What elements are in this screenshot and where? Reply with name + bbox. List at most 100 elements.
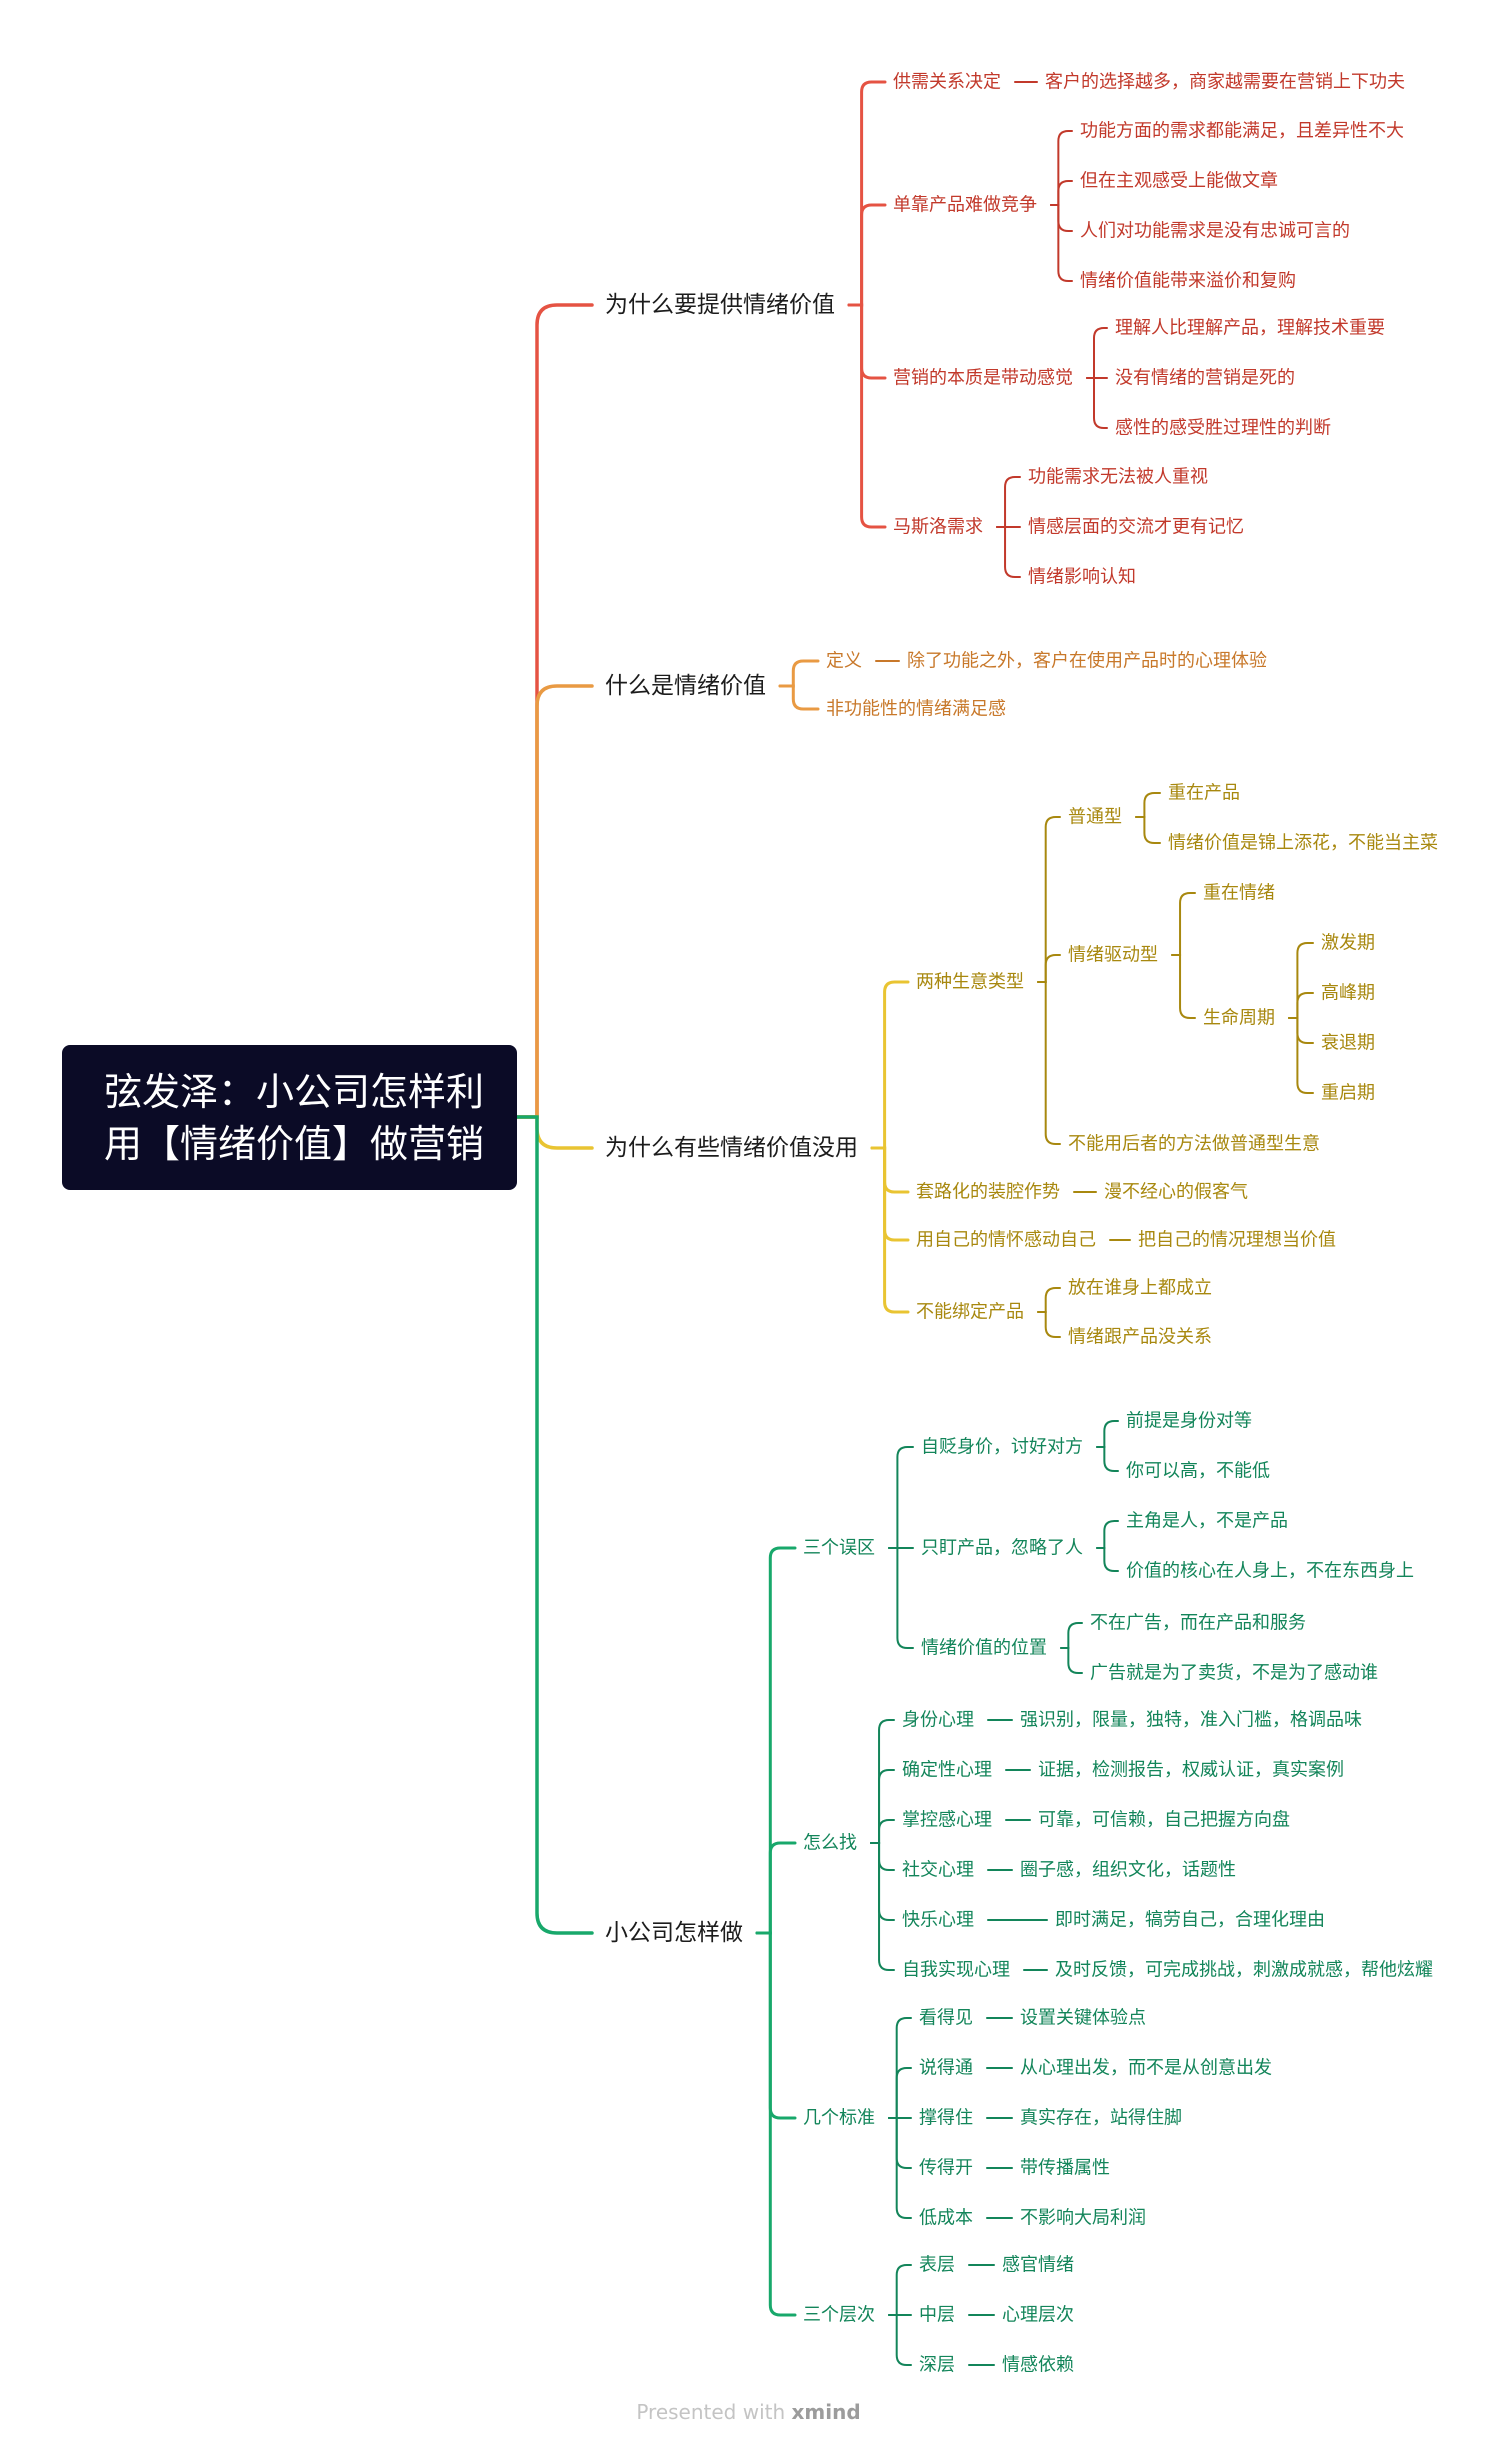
connector-3-1-4	[870, 1842, 895, 1921]
subtopic-3-1-4-0[interactable]: 即时满足，犒劳自己，合理化理由	[1055, 1910, 1325, 1931]
subtopic-3-0[interactable]: 三个误区	[803, 1538, 875, 1559]
subtopic-2-2-0[interactable]: 把自己的情况理想当价值	[1138, 1230, 1336, 1251]
subtopic-0-3-1[interactable]: 情感层面的交流才更有记忆	[1028, 517, 1244, 538]
subtopic-0-2-2[interactable]: 感性的感受胜过理性的判断	[1115, 418, 1331, 439]
subtopic-2-3-1[interactable]: 情绪跟产品没关系	[1068, 1327, 1212, 1348]
subtopic-2-0-1-1[interactable]: 生命周期	[1203, 1008, 1275, 1029]
subtopic-3-2-2-0[interactable]: 真实存在，站得住脚	[1020, 2108, 1182, 2129]
connector-3-0-2-0	[1060, 1622, 1083, 1649]
subtopic-3-3-1-0[interactable]: 心理层次	[1002, 2305, 1074, 2326]
subtopic-3-2-1[interactable]: 说得通	[919, 2058, 973, 2079]
subtopic-3-0-1-1[interactable]: 价值的核心在人身上，不在东西身上	[1126, 1561, 1414, 1582]
subtopic-0-1-3[interactable]: 情绪价值能带来溢价和复购	[1080, 271, 1296, 292]
subtopic-3-2-3[interactable]: 传得开	[919, 2158, 973, 2179]
subtopic-3-1-1-0[interactable]: 证据，检测报告，权威认证，真实案例	[1038, 1760, 1344, 1781]
connector-3-2-4	[888, 2117, 912, 2219]
subtopic-1-0[interactable]: 定义	[826, 651, 862, 672]
subtopic-3-3-0-0[interactable]: 感官情绪	[1002, 2255, 1074, 2276]
subtopic-3-2-0[interactable]: 看得见	[919, 2008, 973, 2029]
branch-topic-3[interactable]: 小公司怎样做	[605, 1920, 743, 1946]
subtopic-1-0-0[interactable]: 除了功能之外，客户在使用产品时的心理体验	[907, 651, 1267, 672]
subtopic-2-1[interactable]: 套路化的装腔作势	[916, 1182, 1060, 1203]
subtopic-0-2-1[interactable]: 没有情绪的营销是死的	[1115, 368, 1295, 389]
subtopic-2-0-0-0[interactable]: 重在产品	[1168, 783, 1240, 804]
connector-0-1-2	[1050, 204, 1073, 232]
subtopic-3-1-5[interactable]: 自我实现心理	[902, 1960, 1010, 1981]
subtopic-3-1-3[interactable]: 社交心理	[902, 1860, 974, 1881]
connector-3-1-3	[870, 1842, 895, 1871]
subtopic-0-1-2[interactable]: 人们对功能需求是没有忠诚可言的	[1080, 221, 1350, 242]
connector-3-2-3	[888, 2117, 912, 2169]
subtopic-0-2[interactable]: 营销的本质是带动感觉	[893, 368, 1073, 389]
connector-3-0-0	[888, 1446, 914, 1549]
subtopic-3-1-0[interactable]: 身份心理	[902, 1710, 974, 1731]
subtopic-2-2[interactable]: 用自己的情怀感动自己	[916, 1230, 1096, 1251]
subtopic-3-1-2-0[interactable]: 可靠，可信赖，自己把握方向盘	[1038, 1810, 1290, 1831]
connector-3-0-1-0	[1096, 1520, 1119, 1549]
subtopic-3-1[interactable]: 怎么找	[803, 1833, 857, 1854]
subtopic-3-3-1[interactable]: 中层	[919, 2305, 955, 2326]
subtopic-0-1-0[interactable]: 功能方面的需求都能满足，且差异性不大	[1080, 121, 1404, 142]
subtopic-3-0-2[interactable]: 情绪价值的位置	[921, 1638, 1047, 1659]
connector-2-0-1-1-2	[1288, 1017, 1314, 1044]
subtopic-2-0-2[interactable]: 不能用后者的方法做普通型生意	[1068, 1134, 1320, 1155]
subtopic-3-2-4[interactable]: 低成本	[919, 2208, 973, 2229]
subtopic-3-2-0-0[interactable]: 设置关键体验点	[1020, 2008, 1146, 2029]
subtopic-2-0-1-1-3[interactable]: 重启期	[1321, 1083, 1375, 1104]
connector-3-3	[755, 1931, 797, 2317]
connector-0-2-2	[1086, 377, 1108, 429]
subtopic-0-1[interactable]: 单靠产品难做竞争	[893, 195, 1037, 216]
subtopic-3-0-1-0[interactable]: 主角是人，不是产品	[1126, 1511, 1288, 1532]
subtopic-0-3-0[interactable]: 功能需求无法被人重视	[1028, 467, 1208, 488]
root-topic-line-1: 弦发泽：小公司怎样利	[104, 1069, 485, 1114]
subtopic-3-0-0-1[interactable]: 你可以高，不能低	[1126, 1461, 1270, 1482]
subtopic-3-0-1[interactable]: 只盯产品，忽略了人	[921, 1538, 1083, 1559]
subtopic-3-2[interactable]: 几个标准	[803, 2108, 875, 2129]
subtopic-0-0[interactable]: 供需关系决定	[893, 72, 1001, 93]
subtopic-2-3-0[interactable]: 放在谁身上都成立	[1068, 1278, 1212, 1299]
subtopic-3-3[interactable]: 三个层次	[803, 2305, 875, 2326]
subtopic-0-3-2[interactable]: 情绪影响认知	[1028, 567, 1136, 588]
connector-0-3-0	[996, 476, 1021, 528]
subtopic-3-0-2-0[interactable]: 不在广告，而在产品和服务	[1090, 1613, 1306, 1634]
subtopic-2-0-1-0[interactable]: 重在情绪	[1203, 883, 1275, 904]
subtopic-3-1-5-0[interactable]: 及时反馈，可完成挑战，刺激成就感，帮他炫耀	[1055, 1960, 1433, 1981]
subtopic-3-3-2[interactable]: 深层	[919, 2355, 955, 2376]
connector-2-0-1	[1037, 954, 1061, 983]
subtopic-2-0-1-1-2[interactable]: 衰退期	[1321, 1033, 1375, 1054]
subtopic-3-1-0-0[interactable]: 强识别，限量，独特，准入门槛，格调品味	[1020, 1710, 1362, 1731]
subtopic-3-1-3-0[interactable]: 圈子感，组织文化，话题性	[1020, 1860, 1236, 1881]
subtopic-2-0-0-1[interactable]: 情绪价值是锦上添花，不能当主菜	[1168, 833, 1438, 854]
subtopic-3-3-0[interactable]: 表层	[919, 2255, 955, 2276]
subtopic-2-1-0[interactable]: 漫不经心的假客气	[1104, 1182, 1248, 1203]
subtopic-3-1-1[interactable]: 确定性心理	[902, 1760, 992, 1781]
subtopic-0-0-0[interactable]: 客户的选择越多，商家越需要在营销上下功夫	[1045, 72, 1405, 93]
subtopic-0-3[interactable]: 马斯洛需求	[893, 517, 983, 538]
subtopic-1-1[interactable]: 非功能性的情绪满足感	[826, 699, 1006, 720]
connector-2-0-0	[1037, 816, 1061, 983]
branch-topic-1[interactable]: 什么是情绪价值	[605, 673, 766, 699]
subtopic-3-1-4[interactable]: 快乐心理	[902, 1910, 974, 1931]
subtopic-2-0-0[interactable]: 普通型	[1068, 807, 1122, 828]
connector-3-1	[755, 1841, 797, 1935]
branch-topic-2[interactable]: 为什么有些情绪价值没用	[605, 1135, 858, 1161]
subtopic-3-2-2[interactable]: 撑得住	[919, 2108, 973, 2129]
subtopic-0-2-0[interactable]: 理解人比理解产品，理解技术重要	[1115, 318, 1385, 339]
subtopic-3-2-1-0[interactable]: 从心理出发，而不是从创意出发	[1020, 2058, 1272, 2079]
trunk-connector-0	[515, 303, 594, 1119]
subtopic-3-0-0[interactable]: 自贬身价，讨好对方	[921, 1437, 1083, 1458]
subtopic-3-2-3-0[interactable]: 带传播属性	[1020, 2158, 1110, 2179]
subtopic-2-0-1[interactable]: 情绪驱动型	[1068, 945, 1158, 966]
root-topic[interactable]: 弦发泽：小公司怎样利 用【情绪价值】做营销	[62, 1045, 517, 1190]
subtopic-2-3[interactable]: 不能绑定产品	[916, 1302, 1024, 1323]
subtopic-3-1-2[interactable]: 掌控感心理	[902, 1810, 992, 1831]
subtopic-3-0-0-0[interactable]: 前提是身份对等	[1126, 1411, 1252, 1432]
subtopic-2-0[interactable]: 两种生意类型	[916, 972, 1024, 993]
subtopic-3-0-2-1[interactable]: 广告就是为了卖货，不是为了感动谁	[1090, 1663, 1378, 1684]
subtopic-2-0-1-1-0[interactable]: 激发期	[1321, 933, 1375, 954]
subtopic-0-1-1[interactable]: 但在主观感受上能做文章	[1080, 171, 1278, 192]
subtopic-3-3-2-0[interactable]: 情感依赖	[1002, 2355, 1074, 2376]
subtopic-3-2-4-0[interactable]: 不影响大局利润	[1020, 2208, 1146, 2229]
subtopic-2-0-1-1-1[interactable]: 高峰期	[1321, 983, 1375, 1004]
branch-topic-0[interactable]: 为什么要提供情绪价值	[605, 292, 835, 318]
